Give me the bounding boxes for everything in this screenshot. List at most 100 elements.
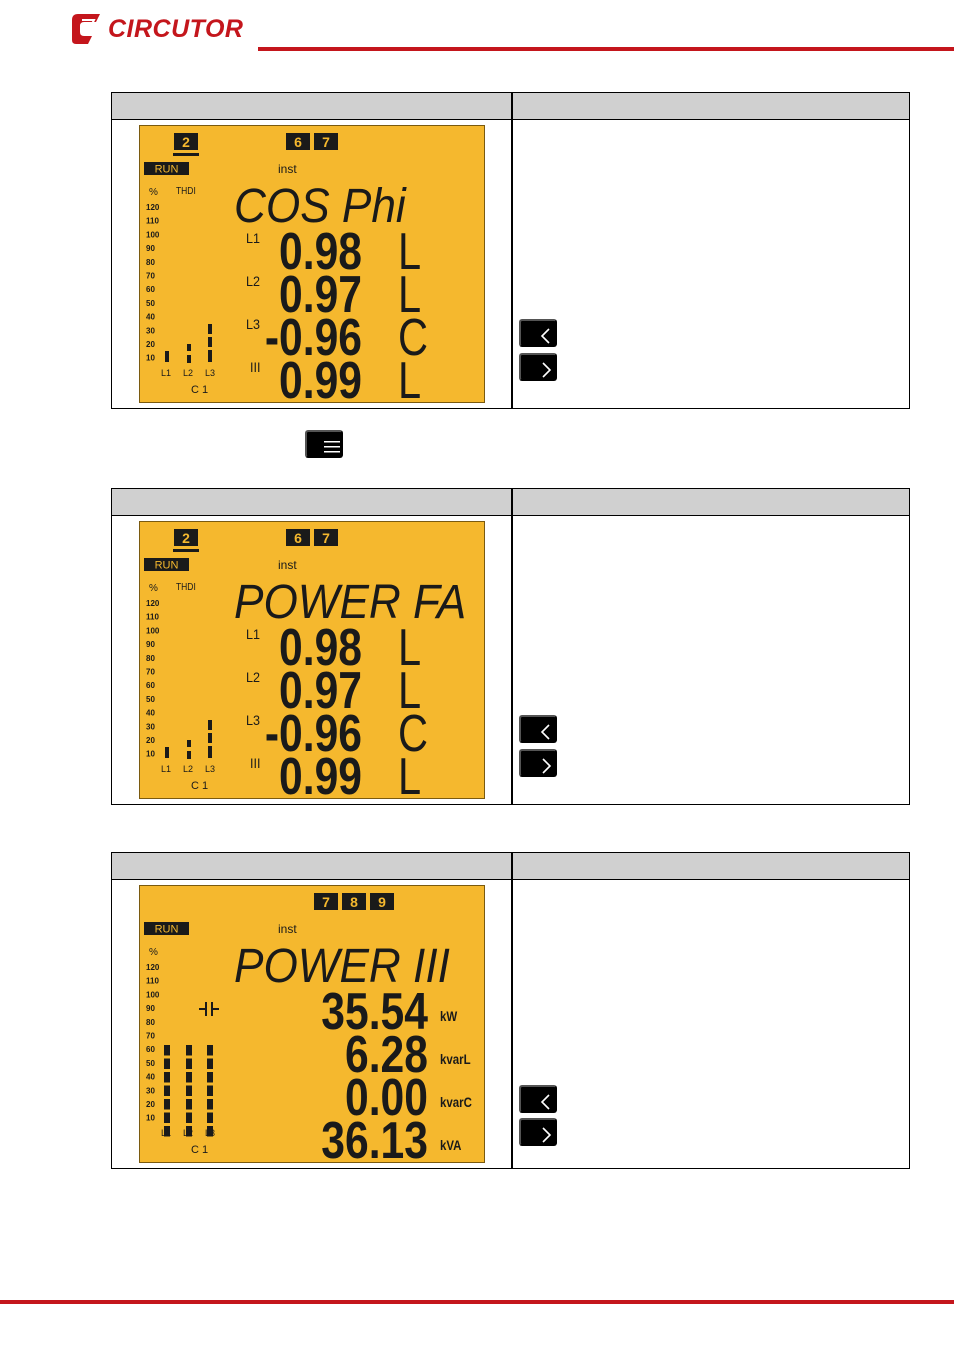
row-value: 0.99: [279, 352, 362, 402]
table-header: [112, 93, 909, 120]
bar-segment: [207, 1085, 213, 1096]
scale-tick: 90: [146, 1004, 155, 1013]
row-value: 0.99: [279, 748, 362, 798]
row-suffix: L: [398, 222, 421, 281]
indicator-label: 6: [294, 530, 302, 546]
scale-tick: 70: [146, 1032, 155, 1041]
screen-title: COS Phi: [234, 178, 407, 232]
bar-l2: [187, 344, 191, 351]
prev-button[interactable]: [519, 715, 557, 743]
bar-segment: [207, 1112, 213, 1123]
scale-tick: 80: [146, 1018, 155, 1027]
scale-tick: 10: [146, 750, 155, 759]
scale-tick: 100: [146, 990, 160, 999]
row-value: 0.98: [279, 223, 362, 281]
run-badge: [144, 162, 189, 175]
indicator-label: 7: [322, 134, 330, 150]
next-button[interactable]: [519, 1118, 557, 1146]
bar-label: L3: [205, 1128, 215, 1138]
bar-label: L2: [183, 764, 193, 774]
row-value: 36.13: [321, 1112, 428, 1162]
indicator-box: [314, 529, 338, 546]
percent-label: %: [149, 187, 158, 198]
bar-segment: [186, 1126, 192, 1137]
prev-button[interactable]: [519, 319, 557, 347]
bar-label: L3: [205, 368, 215, 378]
row-value: 35.54: [321, 983, 428, 1041]
row-label: L1: [246, 626, 260, 642]
capacitor-icon: [205, 1002, 207, 1016]
bar-label: L3: [205, 764, 215, 774]
indicator-underline: [173, 549, 199, 552]
scale-tick: 90: [146, 640, 155, 649]
table-header: [112, 489, 909, 516]
run-badge: [144, 922, 189, 935]
indicator-label: 7: [322, 530, 330, 546]
indicator-box: [174, 529, 198, 546]
chevron-left-icon: [540, 724, 550, 740]
next-button[interactable]: [519, 749, 557, 777]
menu-icon: [324, 441, 340, 453]
scale-tick: 80: [146, 258, 155, 267]
row-value: 0.97: [279, 266, 362, 324]
row-value: 0.00: [345, 1069, 428, 1127]
bar-segment: [164, 1112, 170, 1123]
brand-name: CIRCUTOR: [108, 15, 244, 43]
chevron-left-icon: [540, 328, 550, 344]
scale-tick: 120: [146, 963, 160, 972]
bar-label: L1: [161, 1128, 171, 1138]
scale-tick: 110: [146, 977, 159, 986]
indicator-box: [286, 133, 310, 150]
menu-button[interactable]: [305, 430, 343, 458]
row-label: L1: [246, 230, 260, 246]
indicator-label: 2: [182, 530, 190, 546]
prev-button[interactable]: [519, 1085, 557, 1113]
scale-tick: 30: [146, 326, 155, 335]
table-header: [112, 853, 909, 880]
indicator-box: [286, 529, 310, 546]
run-label: RUN: [155, 164, 179, 176]
row-label: III: [250, 359, 260, 375]
scale-tick: 100: [146, 230, 160, 239]
row-unit: kW: [440, 1008, 458, 1024]
row-unit: kvarC: [440, 1094, 472, 1110]
scale-tick: 110: [146, 217, 159, 226]
indicator-label: 6: [294, 134, 302, 150]
channel-label: C 1: [191, 384, 208, 396]
indicator-label: 8: [350, 894, 358, 910]
scale-tick: 20: [146, 340, 155, 349]
screen-title: POWER III: [234, 938, 450, 992]
chevron-right-icon: [542, 758, 552, 774]
indicator-label: 7: [322, 894, 330, 910]
bar-segment: [164, 1099, 170, 1110]
scale-tick: 40: [146, 1073, 155, 1082]
row-suffix: C: [398, 308, 428, 367]
bar-label: L2: [183, 1128, 193, 1138]
next-button[interactable]: [519, 353, 557, 381]
bar-label: L1: [161, 764, 171, 774]
bar-l2: [187, 740, 191, 747]
run-label: RUN: [155, 560, 179, 572]
scale-tick: 60: [146, 1045, 155, 1054]
scale-tick: 90: [146, 244, 155, 253]
bar-segment: [186, 1072, 192, 1083]
scale-tick: 80: [146, 654, 155, 663]
row-label: L3: [246, 712, 260, 728]
inst-label: inst: [278, 558, 297, 572]
bar-segment: [186, 1045, 192, 1056]
circutor-logo: CIRCUTOR: [70, 12, 250, 46]
scale-tick: 40: [146, 313, 155, 322]
scale-tick: 30: [146, 722, 155, 731]
scale-tick: 50: [146, 1059, 155, 1068]
bar-segment: [186, 1112, 192, 1123]
scale-tick: 20: [146, 736, 155, 745]
screen-title: POWER FA: [234, 574, 466, 628]
bar-segment: [207, 1045, 213, 1056]
scale-tick: 50: [146, 299, 155, 308]
scale-tick: 10: [146, 354, 155, 363]
row-suffix: L: [398, 265, 421, 324]
bar-segment: [207, 1126, 213, 1137]
